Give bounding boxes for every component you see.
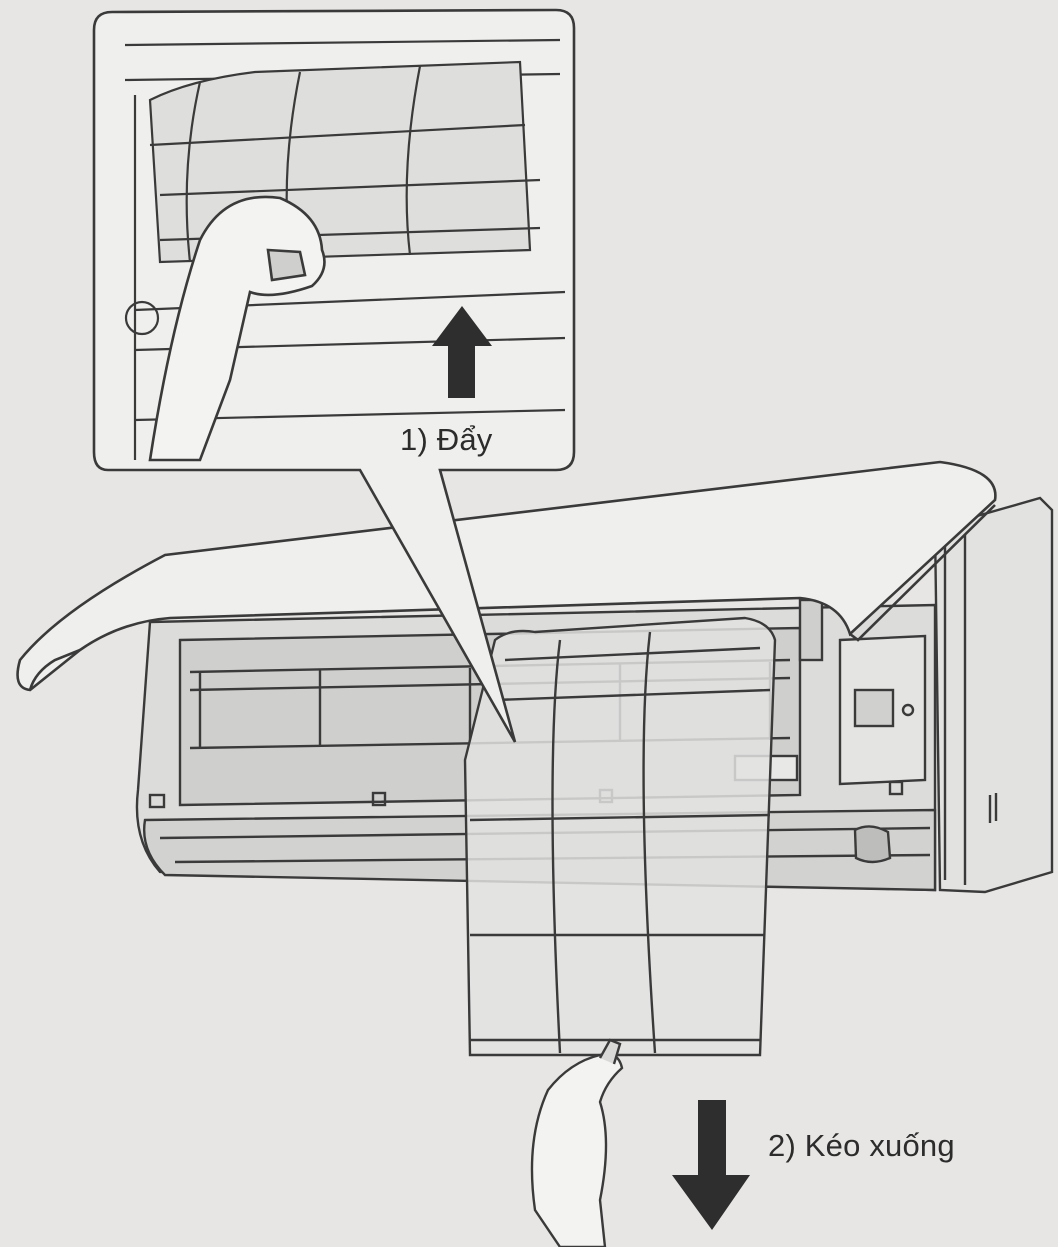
step-2-label: 2) Kéo xuống bbox=[768, 1128, 955, 1164]
step-1-label: 1) Đẩy bbox=[400, 422, 493, 458]
air-filter bbox=[465, 618, 775, 1055]
pull-down-arrow-icon bbox=[672, 1100, 750, 1230]
hand-icon bbox=[532, 1040, 622, 1247]
